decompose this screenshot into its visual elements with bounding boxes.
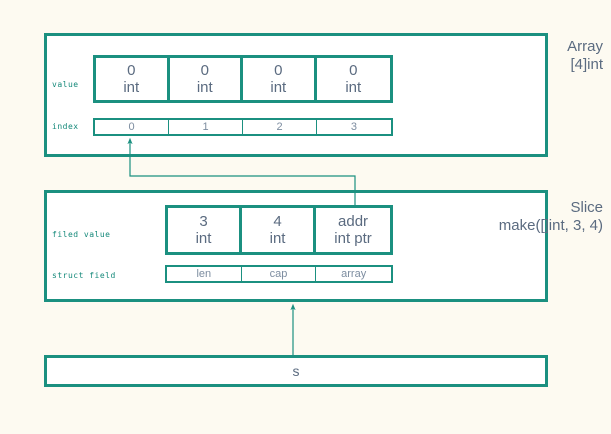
slice-value-row: 3 int 4 int addr int ptr xyxy=(165,205,393,255)
array-index-cell: 2 xyxy=(243,120,317,134)
array-index-row-label: index xyxy=(52,122,79,131)
slice-value-cell: addr int ptr xyxy=(316,208,391,252)
array-index-cell: 0 xyxy=(95,120,169,134)
variable-box xyxy=(44,355,548,387)
slice-title-line2: make([]int, 3, 4) xyxy=(498,217,603,234)
slice-value-cell: 3 int xyxy=(168,208,243,252)
slice-field-cell: cap xyxy=(241,267,317,281)
array-value-number: 0 xyxy=(200,62,209,79)
slice-field-row-label: struct field xyxy=(52,271,116,280)
array-value-cell: 0 int xyxy=(96,58,170,100)
array-value-cell: 0 int xyxy=(316,58,390,100)
array-title-line1: Array xyxy=(567,38,603,55)
slice-value-number: addr xyxy=(338,213,369,230)
array-index-cell: 3 xyxy=(317,120,391,134)
slice-value-type: int xyxy=(195,230,212,247)
array-index-row: 0 1 2 3 xyxy=(93,118,393,136)
slice-title: Slice make([]int, 3, 4) xyxy=(499,199,603,235)
array-title-line2: [4]int xyxy=(570,56,603,73)
variable-name: s xyxy=(292,363,300,379)
array-value-type: int xyxy=(196,79,213,96)
slice-value-row-label: filed value xyxy=(52,230,111,239)
array-value-cell: 0 int xyxy=(169,58,244,100)
array-value-row-label: value xyxy=(52,80,79,89)
slice-field-cell: array xyxy=(316,267,391,281)
array-value-type: int xyxy=(345,79,362,96)
slice-value-cell: 4 int xyxy=(242,208,317,252)
array-index-cell: 1 xyxy=(169,120,243,134)
slice-value-number: 4 xyxy=(273,213,282,230)
array-value-number: 0 xyxy=(349,62,358,79)
array-value-type: int xyxy=(123,79,140,96)
array-value-row: 0 int 0 int 0 int 0 int xyxy=(93,55,393,103)
slice-value-number: 3 xyxy=(199,213,208,230)
slice-title-line1: Slice xyxy=(570,199,603,216)
slice-field-row: len cap array xyxy=(165,265,393,283)
array-value-type: int xyxy=(270,79,287,96)
slice-value-type: int ptr xyxy=(334,230,372,247)
slice-value-type: int xyxy=(269,230,286,247)
array-value-number: 0 xyxy=(127,62,136,79)
array-value-number: 0 xyxy=(274,62,283,79)
array-title: Array [4]int xyxy=(567,38,603,74)
array-value-cell: 0 int xyxy=(243,58,317,100)
slice-field-cell: len xyxy=(167,267,242,281)
